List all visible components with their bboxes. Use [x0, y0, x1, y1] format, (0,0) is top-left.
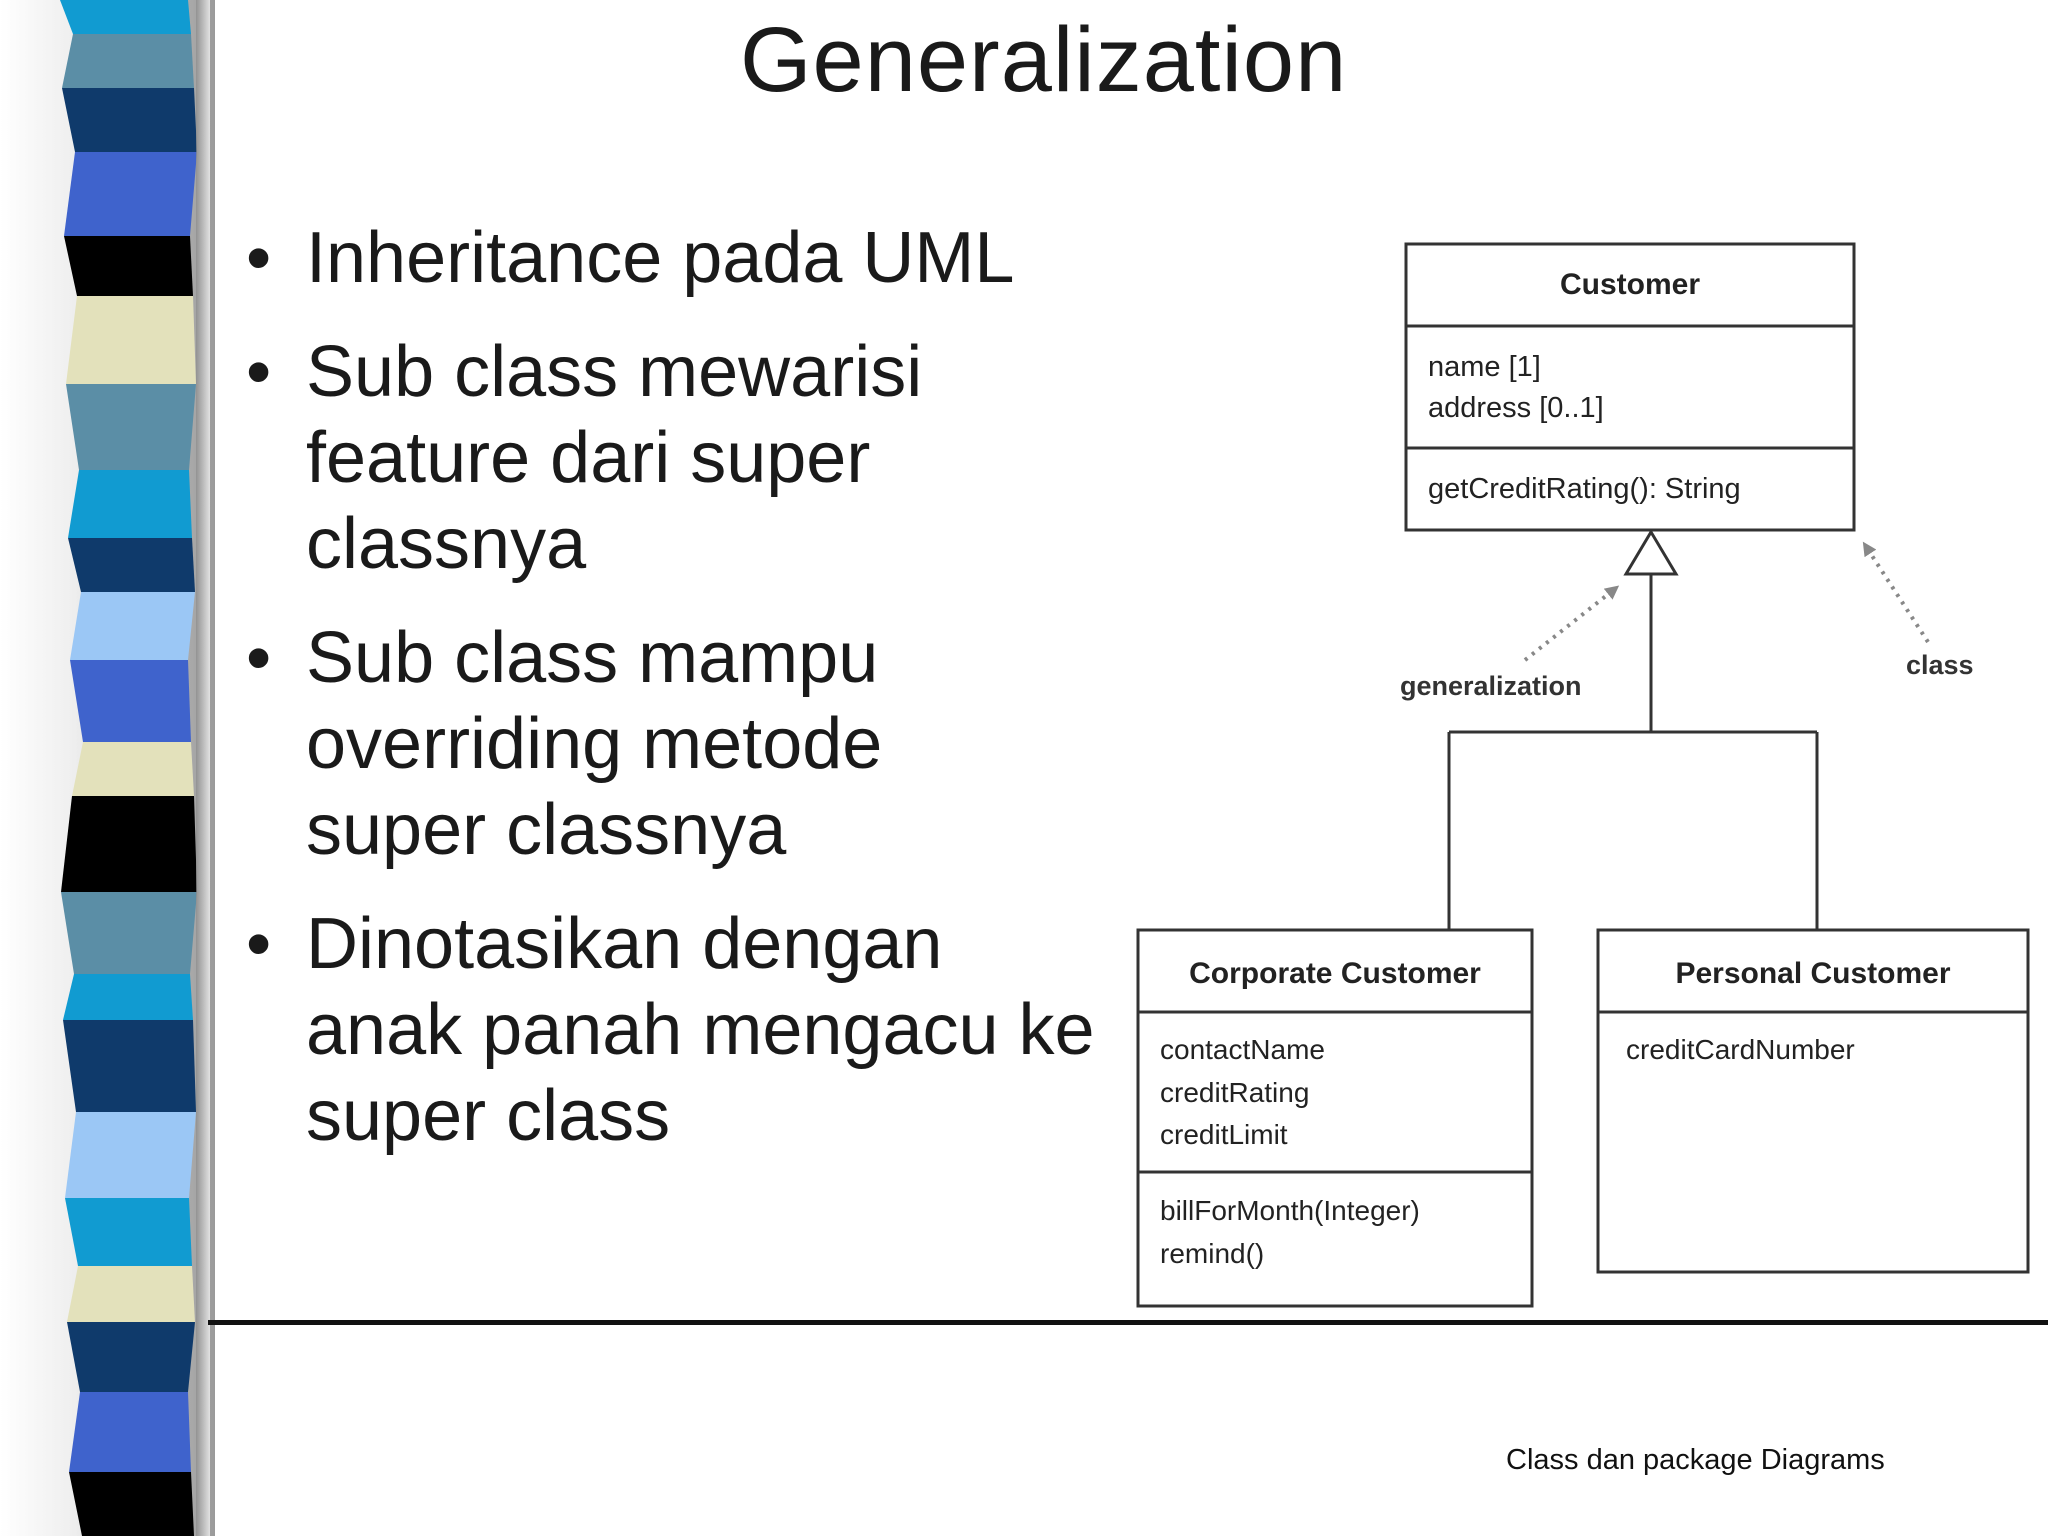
stripe-band: [63, 974, 193, 1020]
stripe-band: [64, 236, 193, 296]
decorative-stripe-bar: [0, 0, 215, 1536]
stripe-band: [69, 1392, 191, 1472]
generalization-pointer-arrow: [1523, 585, 1620, 662]
stripe-band: [64, 152, 197, 236]
bullet-text: Inheritance pada UML: [306, 218, 1015, 298]
bullet-marker: •: [246, 618, 272, 698]
class-pointer-arrow: [1862, 541, 1930, 644]
bullet-item: • Sub class mampu overriding metode supe…: [240, 615, 1100, 873]
class-annotation: class: [1862, 541, 1974, 680]
corporate-customer-class-box: Corporate Customer contactName creditRat…: [1136, 928, 1534, 1308]
corporate-customer-class-border: [1136, 928, 1534, 1308]
corporate-customer-class-name: Corporate Customer: [1189, 957, 1481, 990]
stripe-band: [68, 538, 195, 592]
stripe-band: [69, 1472, 194, 1536]
stripe-band: [62, 34, 194, 88]
generalization-annotation: generalization: [1400, 585, 1620, 701]
stripe-band: [61, 796, 197, 892]
stripe-band: [68, 470, 192, 538]
personal-customer-class-border: [1596, 928, 2030, 1274]
corporate-attribute: creditRating: [1160, 1077, 1309, 1108]
stripe-band: [65, 1112, 196, 1198]
stripe-bar-right-edge: [196, 0, 210, 1536]
stripe-band: [67, 1322, 195, 1392]
stripe-band: [70, 592, 195, 660]
corporate-operation: billForMonth(Integer): [1160, 1195, 1420, 1226]
bullet-text: Sub class mampu overriding metode super …: [306, 618, 883, 870]
customer-operation: getCreditRating(): String: [1428, 473, 1741, 505]
stripe-band: [65, 1198, 192, 1266]
stripe-group: [60, 0, 197, 1536]
uml-class-diagram: Customer name [1] address [0..1] getCred…: [1136, 242, 2030, 1308]
corporate-attribute: contactName: [1160, 1034, 1325, 1065]
bullet-marker: •: [246, 218, 272, 298]
slide-footer: Class dan package Diagrams: [1506, 1444, 1885, 1476]
slide-title: Generalization: [740, 9, 1348, 111]
generalization-label: generalization: [1400, 671, 1582, 701]
bullet-text: Dinotasikan dengan anak panah mengacu ke…: [306, 904, 1095, 1156]
customer-class-box: Customer name [1] address [0..1] getCred…: [1404, 242, 1856, 532]
bullet-item: • Dinotasikan dengan anak panah mengacu …: [240, 901, 1100, 1159]
class-label: class: [1906, 650, 1974, 680]
bullet-item: • Inheritance pada UML: [240, 215, 1100, 301]
stripe-band: [70, 660, 191, 742]
customer-class-border: [1404, 242, 1856, 532]
personal-attribute: creditCardNumber: [1626, 1034, 1855, 1065]
stripe-band: [72, 742, 194, 796]
generalization-triangle-icon: [1623, 529, 1679, 576]
customer-attribute: name [1]: [1428, 351, 1541, 383]
bullet-list: • Inheritance pada UML • Sub class mewar…: [240, 215, 1100, 1187]
stripe-band: [60, 0, 191, 34]
bullet-marker: •: [246, 904, 272, 984]
stripe-band: [67, 1266, 195, 1322]
stripe-band: [61, 892, 197, 974]
stripe-band: [62, 88, 197, 152]
stripe-band: [66, 384, 196, 470]
corporate-operation: remind(): [1160, 1238, 1264, 1269]
personal-customer-class-name: Personal Customer: [1675, 957, 1950, 990]
bullet-marker: •: [246, 332, 272, 412]
corporate-attribute: creditLimit: [1160, 1119, 1288, 1150]
stripe-band: [63, 1020, 196, 1112]
bullet-text: Sub class mewarisi feature dari super cl…: [306, 332, 923, 584]
bullet-item: • Sub class mewarisi feature dari super …: [240, 329, 1100, 587]
generalization-connector: [1447, 529, 1819, 930]
customer-class-name: Customer: [1560, 268, 1700, 301]
customer-attribute: address [0..1]: [1428, 392, 1604, 424]
stripe-band: [66, 296, 196, 384]
personal-customer-class-box: Personal Customer creditCardNumber: [1596, 928, 2030, 1274]
bottom-divider-line: [208, 1320, 2048, 1325]
